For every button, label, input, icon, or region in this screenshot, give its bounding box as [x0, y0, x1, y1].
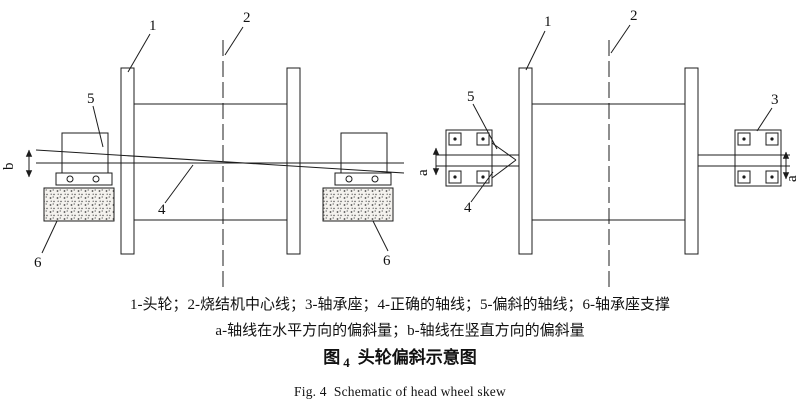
skewed-axis-line: [491, 142, 517, 161]
left-wheel-drawing: b 1 2 5 4 6 6: [1, 10, 405, 288]
bearing-housing: [340, 132, 388, 174]
correct-axis-line: [491, 159, 517, 179]
bolt-dot: [770, 137, 774, 141]
leader-line: [41, 220, 58, 254]
leader-line: [472, 103, 498, 150]
caption-cn-title: 头轮偏斜示意图: [357, 348, 477, 367]
bolt-dot: [770, 175, 774, 179]
caption-cn-prefix: 图: [323, 348, 341, 367]
head-wheel-skew-diagram: b 1 2 5 4 6 6: [1, 8, 800, 288]
right-bearing-seat-bolted: [734, 129, 782, 187]
leader-line: [470, 171, 494, 203]
bolt-hole: [66, 175, 74, 183]
label-1-right: 1: [544, 14, 552, 30]
bearing-base-plate: [334, 172, 392, 186]
label-5-right: 5: [467, 89, 475, 105]
left-bearing-seat-bolted: [445, 129, 493, 187]
label-2-right: 2: [630, 8, 638, 24]
label-1-left: 1: [149, 18, 157, 34]
figure-captions: 1-头轮；2-烧结机中心线；3-轴承座；4-正确的轴线；5-偏斜的轴线；6-轴承…: [0, 292, 800, 404]
bolt-hole: [371, 175, 379, 183]
legend-line-2: a-轴线在水平方向的偏斜量；b-轴线在竖直方向的偏斜量: [215, 323, 585, 339]
bolt-dot: [453, 175, 457, 179]
bolt-pad: [448, 132, 462, 146]
label-6-left: 6: [34, 255, 42, 271]
leader-line: [756, 107, 773, 132]
caption-cn-number: 4: [343, 355, 350, 370]
left-flange: [120, 67, 135, 255]
leader-line: [92, 105, 104, 148]
legend-line-1: 1-头轮；2-烧结机中心线；3-轴承座；4-正确的轴线；5-偏斜的轴线；6-轴承…: [130, 297, 670, 313]
right-support-block: [322, 187, 394, 222]
left-flange: [518, 67, 533, 255]
left-bearing-seat: [55, 132, 113, 186]
bolt-dot: [481, 137, 485, 141]
bearing-base-plate: [55, 172, 113, 186]
bolt-pad: [737, 170, 751, 184]
label-5-left: 5: [87, 91, 95, 107]
bolt-pad: [448, 170, 462, 184]
bearing-housing: [445, 129, 493, 187]
dim-a-label-right: a: [784, 175, 800, 182]
bolt-pad: [765, 132, 779, 146]
left-support-block: [43, 187, 115, 222]
caption-en: Fig. 4 Schematic of head wheel skew: [294, 384, 506, 399]
bolt-pad: [737, 132, 751, 146]
label-3: 3: [771, 92, 779, 108]
bolt-dot: [742, 137, 746, 141]
right-flange: [286, 67, 301, 255]
bolt-hole: [92, 175, 100, 183]
dim-b-label: b: [1, 163, 17, 171]
drum-body: [133, 103, 288, 221]
right-flange: [684, 67, 699, 255]
bolt-pad: [476, 132, 490, 146]
label-4-right: 4: [464, 200, 472, 216]
bolt-dot: [481, 175, 485, 179]
bolt-hole: [345, 175, 353, 183]
leader-line: [372, 220, 389, 252]
label-6-right: 6: [383, 253, 391, 269]
bolt-dot: [742, 175, 746, 179]
bolt-pad: [765, 170, 779, 184]
leader-line: [525, 30, 546, 71]
bearing-housing: [734, 129, 782, 187]
leader-line: [610, 24, 631, 54]
leader-line: [224, 26, 244, 56]
right-wheel-drawing: a a 1 2 5 4 3: [415, 8, 800, 288]
label-4-left: 4: [158, 202, 166, 218]
leader-line: [127, 33, 151, 73]
right-bearing-seat: [334, 132, 392, 186]
skewed-axis-line: [35, 149, 405, 174]
label-2-left: 2: [243, 10, 251, 26]
leader-line: [164, 164, 194, 204]
bolt-dot: [453, 137, 457, 141]
dim-a-label-left: a: [415, 169, 431, 176]
